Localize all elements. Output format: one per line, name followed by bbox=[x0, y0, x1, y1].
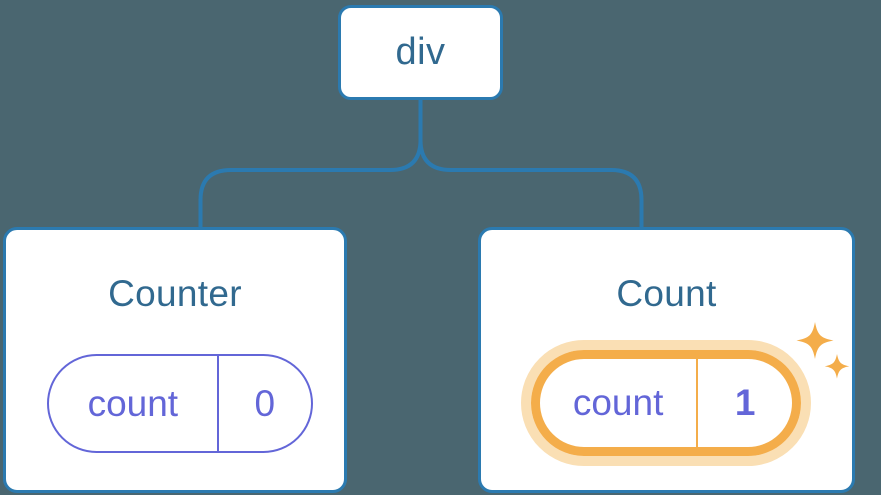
component-title-count: Count bbox=[616, 273, 717, 314]
state-pill-count[interactable]: count 1 bbox=[521, 340, 811, 466]
state-value-counter: 0 bbox=[216, 356, 311, 451]
component-card-counter[interactable]: Counter count 0 bbox=[3, 227, 347, 493]
state-key-count: count bbox=[572, 382, 664, 423]
state-pill-body-counter: count 0 bbox=[47, 354, 313, 453]
component-title-counter: Counter bbox=[108, 273, 242, 314]
state-value-count: 1 bbox=[696, 359, 792, 447]
state-pill-halo-count bbox=[521, 340, 811, 466]
node-div[interactable]: div bbox=[338, 5, 503, 100]
state-pill-counter[interactable]: count 0 bbox=[45, 353, 315, 455]
component-card-count[interactable]: Count count 1 bbox=[478, 227, 855, 493]
state-key-counter: count bbox=[87, 382, 179, 424]
node-div-label: div bbox=[395, 31, 446, 73]
state-pill-body-count: count 1 bbox=[531, 350, 801, 456]
